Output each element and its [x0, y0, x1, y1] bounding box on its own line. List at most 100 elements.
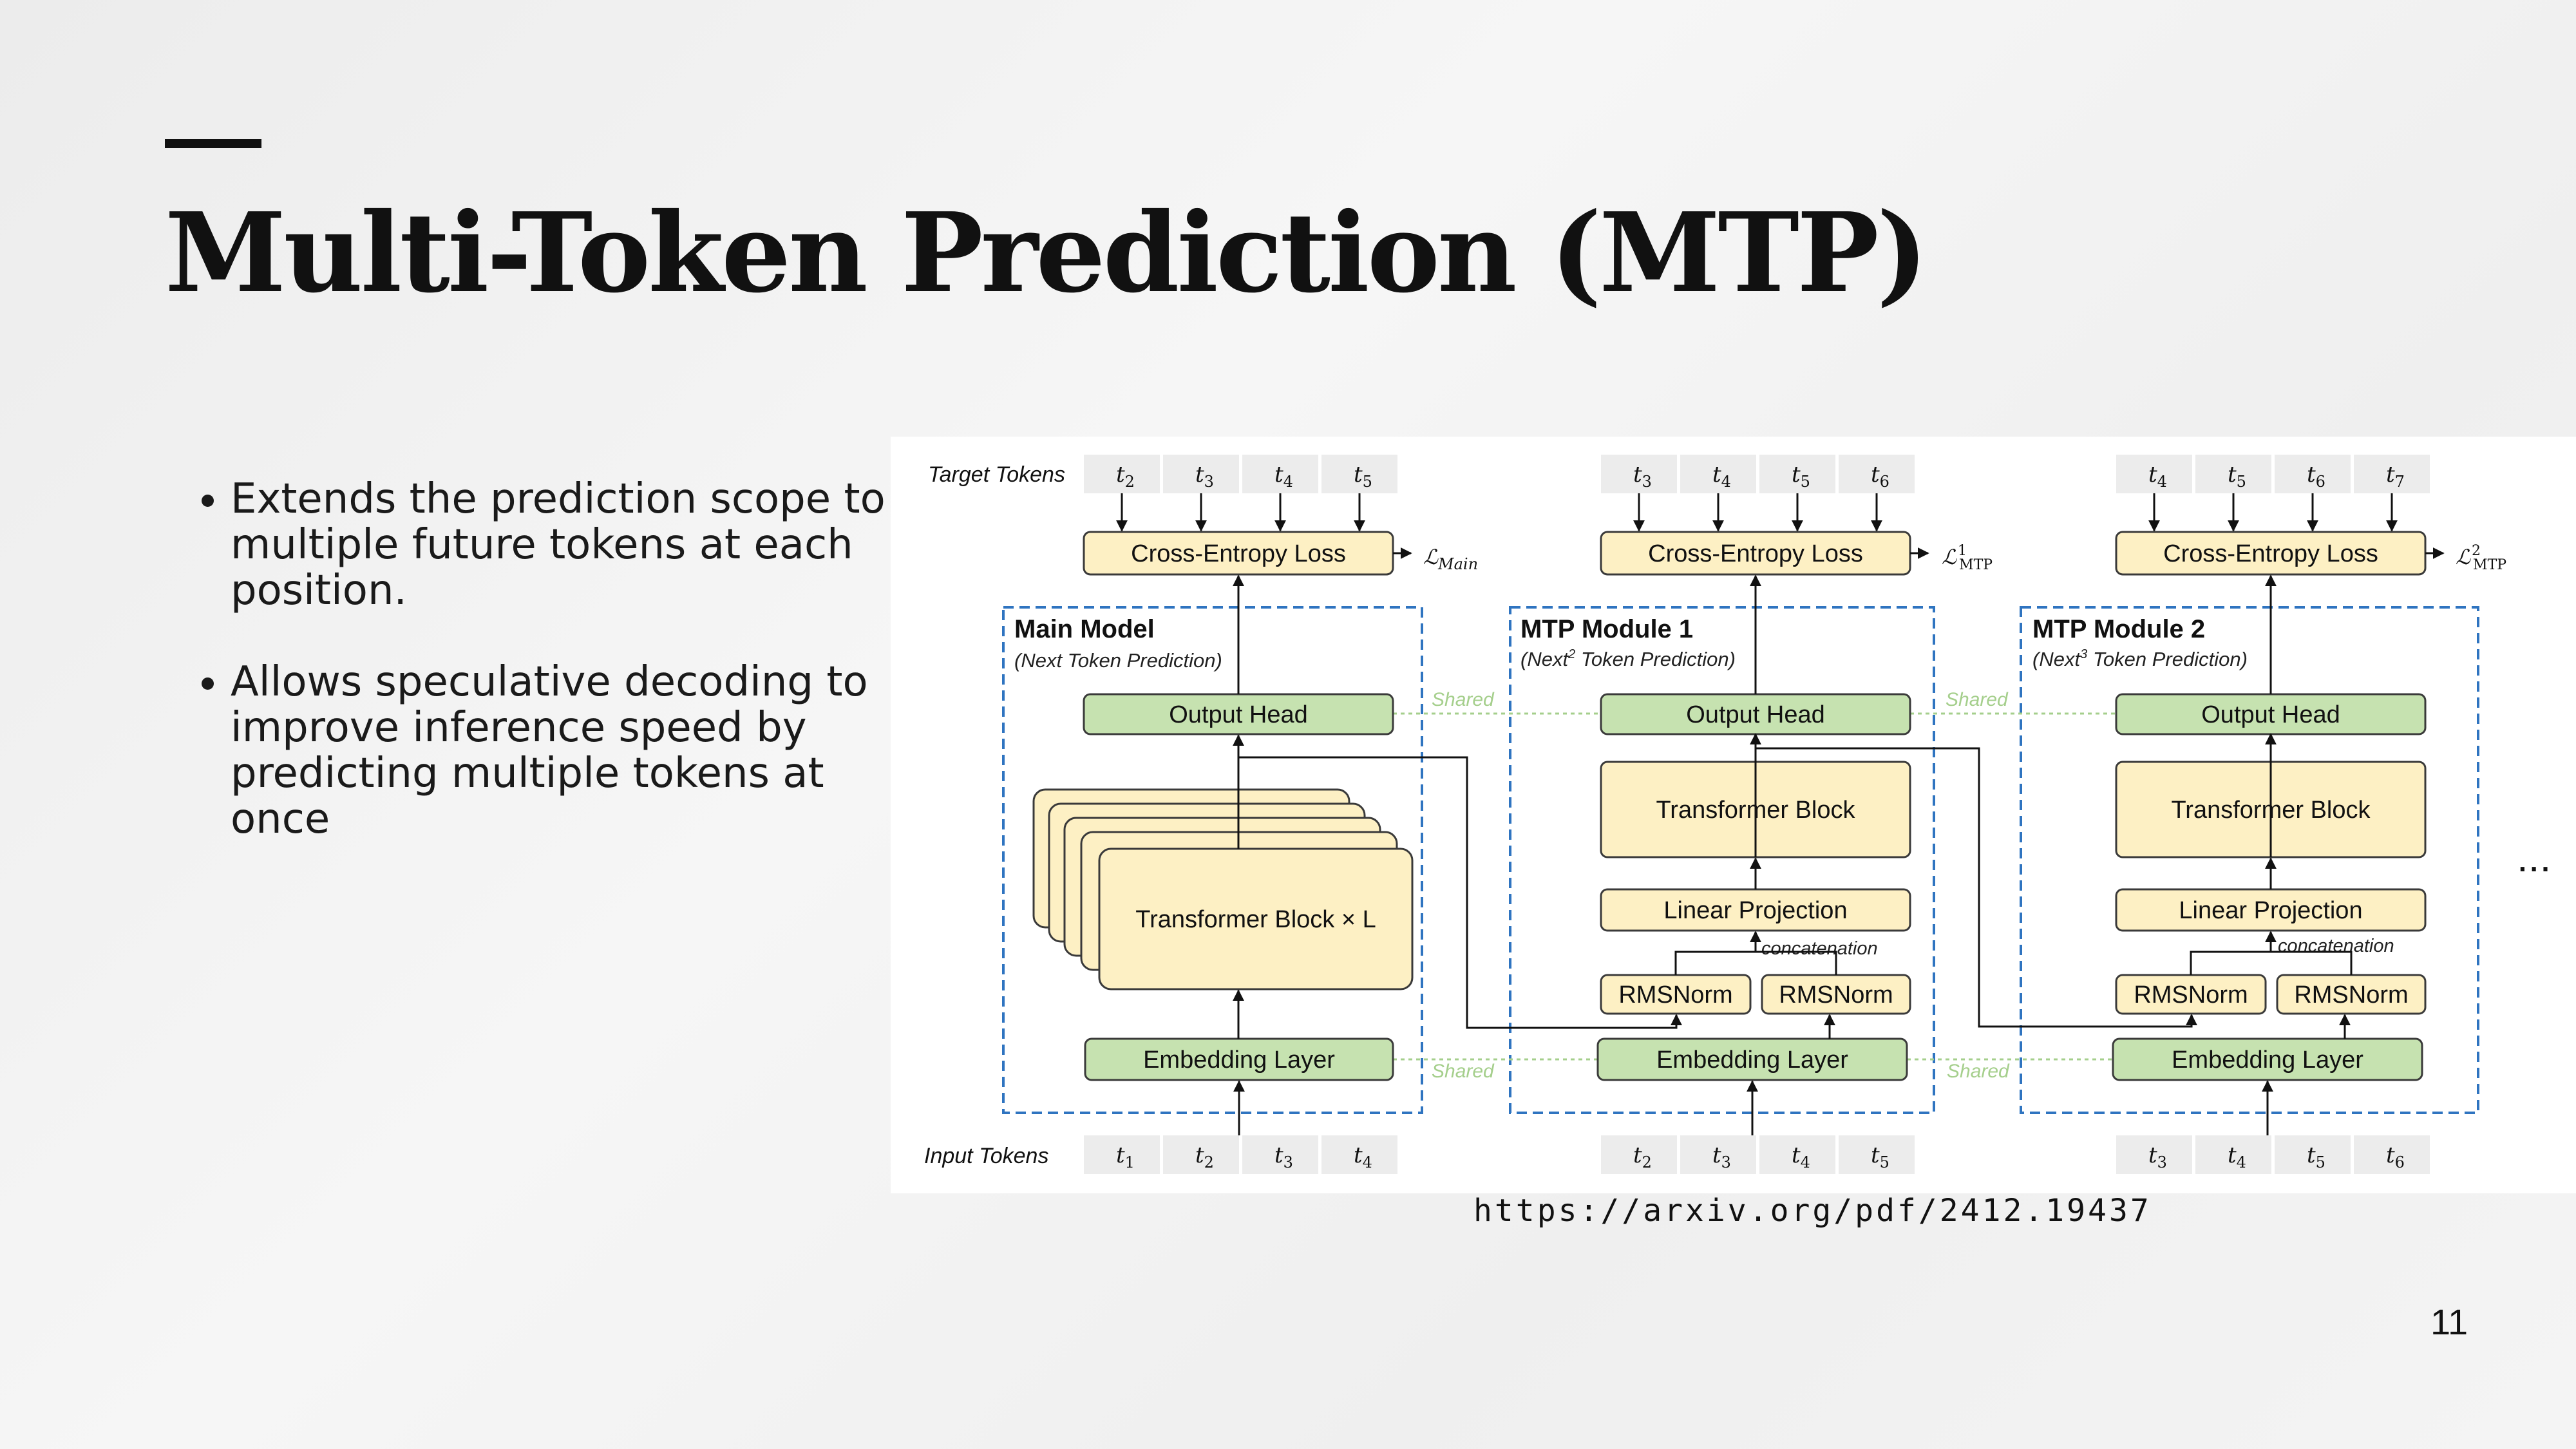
main-target-token-text: t2 [1116, 462, 1135, 491]
mtp1-linear-projection-label: Linear Projection [1663, 897, 1847, 924]
mtp1-target-token [1839, 455, 1915, 493]
mtp1-input-token-text: t4 [1792, 1142, 1810, 1171]
mtp-diagram-svg: Target Tokens Input Tokens Main Model (N… [924, 455, 2551, 1174]
mtp2-rms-right-to-proj [2271, 951, 2353, 975]
mtp2-rms-left-to-proj [2190, 931, 2277, 975]
main-target-token-text: t4 [1274, 462, 1293, 491]
shared-label-embed-2: Shared [1947, 1061, 2010, 1082]
shared-label-head-2: Shared [1946, 689, 2009, 710]
mtp-module-1-frame [1509, 606, 1935, 1114]
page-number: 11 [2430, 1302, 2468, 1342]
main-to-mtp1-hidden-arrow [1238, 756, 1682, 1029]
mtp2-input-token [2116, 1135, 2192, 1174]
main-model-frame [1002, 606, 1423, 1114]
main-input-token-text: t1 [1116, 1142, 1135, 1171]
mtp2-target-token [2116, 455, 2192, 493]
main-target-token [1242, 455, 1318, 493]
title-accent-bar [165, 139, 261, 148]
mtp2-input-token [2354, 1135, 2430, 1174]
mtp2-embedding-layer-label: Embedding Layer [2172, 1046, 2363, 1074]
mtp1-output-head-label: Output Head [1686, 701, 1824, 728]
mtp2-target-token-text: t6 [2307, 462, 2325, 491]
main-cross-entropy-loss-label: Cross-Entropy Loss [1131, 540, 1346, 567]
mtp1-input-token [1759, 1135, 1835, 1174]
mtp1-embedding-layer-label: Embedding Layer [1656, 1046, 1848, 1074]
main-output-head-label: Output Head [1169, 701, 1307, 728]
main-transformer-block-label: Transformer Block × L [1135, 906, 1376, 933]
concatenation-label-1: concatenation [1761, 938, 1878, 959]
mtp1-rmsnorm-left-label: RMSNorm [1618, 981, 1732, 1009]
mtp2-target-token [2195, 455, 2271, 493]
mtp-architecture-figure: Target Tokens Input Tokens Main Model (N… [891, 437, 2576, 1193]
mtp2-target-token [2354, 455, 2430, 493]
mtp-module-1-subtitle: (Next2 Token Prediction) [1520, 647, 1736, 670]
mtp1-target-token-text: t5 [1792, 462, 1810, 491]
mtp1-target-token [1680, 455, 1756, 493]
input-tokens-label: Input Tokens [924, 1144, 1048, 1168]
mtp1-target-token-text: t3 [1633, 462, 1652, 491]
mtp1-to-mtp2-hidden-arrow [1756, 747, 2197, 1028]
mtp2-cross-entropy-loss-label: Cross-Entropy Loss [2163, 540, 2378, 567]
mtp2-input-token-text: t5 [2307, 1142, 2325, 1171]
mtp1-target-token [1601, 455, 1677, 493]
mtp-module-2-title: MTP Module 2 [2032, 615, 2205, 643]
main-input-token [1321, 1135, 1397, 1174]
main-target-token [1084, 455, 1160, 493]
source-caption: https://arxiv.org/pdf/2412.19437 [1473, 1193, 2152, 1229]
mtp-module-1-title: MTP Module 1 [1520, 615, 1693, 643]
main-model-subtitle: (Next Token Prediction) [1014, 649, 1222, 672]
mtp1-rmsnorm-right-label: RMSNorm [1779, 981, 1893, 1009]
mtp1-input-token [1601, 1135, 1677, 1174]
mtp2-input-token-text: t6 [2386, 1142, 2405, 1171]
continuation-ellipsis: ... [2517, 834, 2551, 880]
shared-label-head-1: Shared [1432, 689, 1495, 710]
mtp2-input-token [2275, 1135, 2351, 1174]
mtp1-input-token-text: t3 [1712, 1142, 1731, 1171]
mtp2-rmsnorm-left-label: RMSNorm [2134, 981, 2248, 1009]
mtp2-output-head-label: Output Head [2201, 701, 2340, 728]
slide-title: Multi-Token Prediction (MTP) [165, 189, 1928, 317]
mtp2-input-token-text: t3 [2148, 1142, 2167, 1171]
main-input-token [1242, 1135, 1318, 1174]
mtp1-target-token-text: t6 [1871, 462, 1889, 491]
main-target-token [1321, 455, 1397, 493]
mtp2-target-token-text: t7 [2386, 462, 2405, 491]
mtp1-target-token-text: t4 [1712, 462, 1731, 491]
mtp2-target-token-text: t4 [2148, 462, 2167, 491]
main-input-token [1163, 1135, 1239, 1174]
main-transformer-block [1098, 848, 1414, 990]
mtp-module-2-frame [2020, 606, 2479, 1114]
mtp2-target-token-text: t5 [2228, 462, 2246, 491]
bullet-item: Extends the prediction scope to multiple… [231, 477, 900, 614]
mtp2-input-token-text: t4 [2228, 1142, 2246, 1171]
main-model-title: Main Model [1014, 615, 1155, 643]
main-input-token-text: t4 [1354, 1142, 1372, 1171]
mtp2-embedding-layer [2112, 1037, 2423, 1081]
main-input-token [1084, 1135, 1160, 1174]
mtp1-input-token-text: t5 [1871, 1142, 1889, 1171]
concatenation-label-2: concatenation [2278, 936, 2394, 956]
main-target-token-text: t5 [1354, 462, 1372, 491]
mtp1-embedding-layer [1596, 1037, 1908, 1081]
main-embedding-layer-label: Embedding Layer [1143, 1046, 1335, 1074]
mtp1-input-token-text: t2 [1633, 1142, 1652, 1171]
main-target-token-text: t3 [1195, 462, 1214, 491]
mtp1-rms-right-to-proj [1756, 951, 1837, 975]
main-target-token [1163, 455, 1239, 493]
mtp2-rmsnorm-right-label: RMSNorm [2294, 981, 2408, 1009]
mtp-module-2-subtitle: (Next3 Token Prediction) [2032, 647, 2248, 670]
mtp2-input-token [2195, 1135, 2271, 1174]
main-input-token-text: t3 [1274, 1142, 1293, 1171]
mtp1-rms-left-to-proj [1674, 931, 1761, 975]
bullet-item: Allows speculative decoding to improve i… [231, 659, 900, 842]
mtp1-cross-entropy-loss-label: Cross-Entropy Loss [1648, 540, 1863, 567]
main-input-token-text: t2 [1195, 1142, 1214, 1171]
mtp1-input-token [1680, 1135, 1756, 1174]
mtp1-input-token [1839, 1135, 1915, 1174]
mtp2-linear-projection-label: Linear Projection [2179, 897, 2362, 924]
bullet-list: Extends the prediction scope to multiple… [193, 477, 900, 888]
main-loss-symbol: ℒMain [1423, 545, 1478, 573]
target-tokens-label: Target Tokens [928, 462, 1065, 487]
